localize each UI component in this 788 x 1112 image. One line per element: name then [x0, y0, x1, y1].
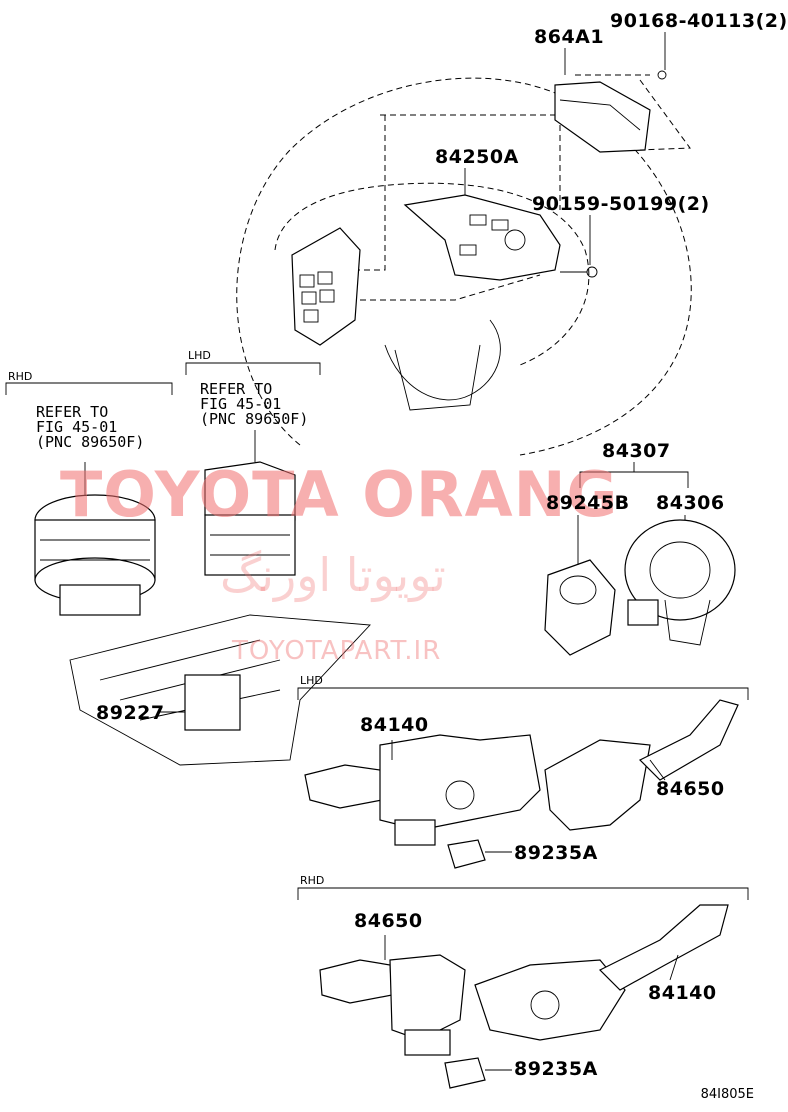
part-label-84650-rhd: 84650 — [354, 910, 423, 932]
refer-line2: FIG 45-01 — [36, 418, 118, 436]
part-label-89245b: 89245B — [546, 492, 630, 514]
combination-switch-84140-lhd — [304, 734, 541, 846]
figure-code: 84I805E — [700, 1087, 754, 1102]
part-label-84306: 84306 — [656, 492, 725, 514]
refer-line2: FIG 45-01 — [200, 395, 282, 413]
section-lhd-lower: LHD — [300, 674, 323, 687]
module-864a1 — [554, 70, 691, 153]
part-label-89227: 89227 — [96, 702, 165, 724]
refer-note-rhd: REFER TO FIG 45-01 (PNC 89650F) — [36, 405, 144, 450]
clock-spring-lhd — [204, 430, 296, 576]
connector-89235a-rhd — [444, 1057, 512, 1089]
spiral-cable-84306 — [624, 515, 736, 646]
part-label-84250a: 84250A — [435, 146, 519, 168]
section-rhd-upper: RHD — [8, 370, 33, 383]
refer-line3: (PNC 89650F) — [200, 410, 309, 428]
part-label-84650-lhd: 84650 — [656, 778, 725, 800]
section-rhd-lower: RHD — [300, 874, 325, 887]
watermark-site: TOYOTAPART.IR — [232, 636, 442, 666]
steering-sensor-89245b — [544, 515, 616, 656]
part-label-84307: 84307 — [602, 440, 671, 462]
screw-90159 — [560, 266, 598, 278]
combination-switch-84140-rhd — [474, 904, 729, 1041]
parts-diagram — [5, 32, 749, 1089]
part-label-90168-40113: 90168-40113(2) — [610, 10, 788, 32]
refer-note-lhd: REFER TO FIG 45-01 (PNC 89650F) — [200, 382, 308, 427]
part-label-89235a-lhd: 89235A — [514, 842, 598, 864]
part-label-89235a-rhd: 89235A — [514, 1058, 598, 1080]
refer-line1: REFER TO — [36, 403, 109, 421]
wiper-switch-84650-rhd — [319, 935, 466, 1056]
switch-assembly-right — [403, 194, 561, 281]
watermark-brand: TOYOTA ORANG — [60, 458, 619, 531]
clock-spring-rhd — [34, 462, 156, 616]
section-lhd-upper: LHD — [188, 349, 211, 362]
switch-assembly-left — [291, 227, 361, 346]
part-label-864a1: 864A1 — [534, 26, 605, 48]
refer-line1: REFER TO — [200, 380, 273, 398]
wiper-switch-84650-lhd — [544, 699, 739, 831]
refer-line3: (PNC 89650F) — [36, 433, 145, 451]
column-assembly — [69, 614, 371, 766]
part-label-84140-rhd: 84140 — [648, 982, 717, 1004]
part-label-90159-50199: 90159-50199(2) — [532, 193, 710, 215]
watermark-farsi: تویوتا اورنگ — [220, 548, 446, 602]
part-label-84140-lhd: 84140 — [360, 714, 429, 736]
connector-89235a-lhd — [447, 839, 512, 869]
